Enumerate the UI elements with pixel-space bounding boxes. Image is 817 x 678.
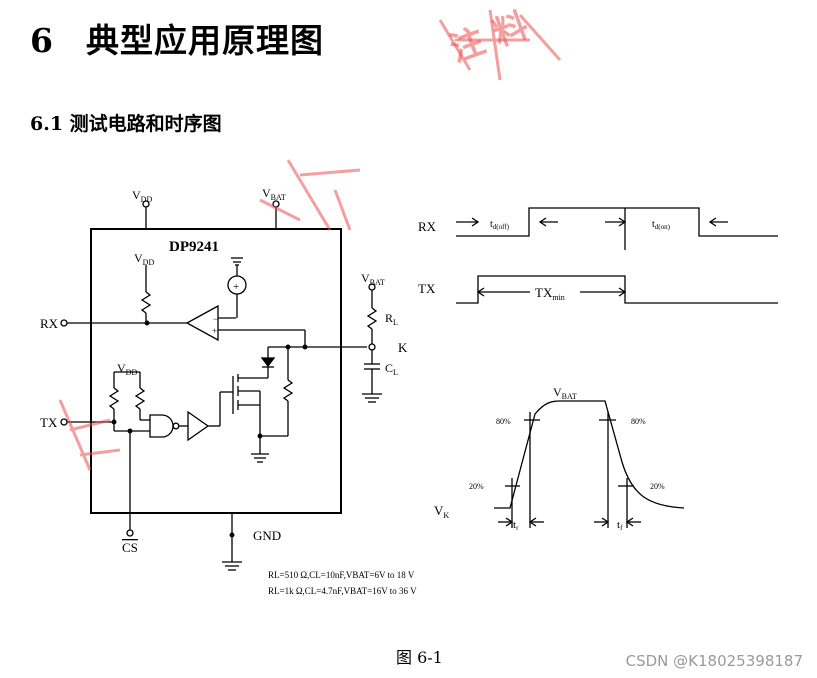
td-off-label: td(off) — [490, 219, 510, 231]
txmin-label: TXmin — [535, 285, 565, 302]
svg-text:+: + — [212, 326, 217, 336]
tx-pin — [60, 418, 68, 426]
figure-caption: 图 6-1 — [396, 648, 443, 667]
timing-rx-label: RX — [418, 219, 437, 234]
vbat-ext-label: VBAT — [361, 271, 385, 287]
svg-text:+: + — [233, 281, 239, 293]
vbat-ext-pin — [368, 283, 376, 291]
section-number: 6 — [30, 21, 54, 60]
vk-label: VK — [434, 503, 449, 520]
vdd-pullup-label: VDD — [117, 361, 137, 377]
cl-label: CL — [385, 361, 398, 377]
cs-pin — [126, 529, 134, 537]
tx-label: TX — [40, 415, 58, 430]
timing-diagram — [456, 207, 778, 304]
k-pin — [368, 343, 376, 351]
vdd-pin — [142, 200, 150, 208]
timing-tx-label: TX — [418, 281, 436, 296]
csdn-watermark: CSDN @K18025398187 — [625, 652, 803, 670]
rx-pin — [60, 319, 68, 327]
gnd-label: GND — [253, 528, 281, 543]
chip-box — [90, 228, 342, 514]
vdd-inner-label: VDD — [134, 251, 154, 267]
cs-label: CS — [122, 540, 138, 555]
rl-label: RL — [385, 311, 398, 327]
edge-waveform — [494, 400, 685, 528]
vdd-label: VDD — [132, 188, 152, 204]
red-watermark-strokes — [58, 9, 562, 471]
vbat-label: VBAT — [262, 186, 286, 202]
k-label: K — [398, 340, 408, 355]
tr-label: tr — [513, 519, 519, 532]
section-title: 6 典型应用原理图 — [30, 14, 324, 62]
section-title-text: 典型应用原理图 — [86, 21, 324, 60]
chip-name: DP9241 — [169, 239, 219, 255]
subsection-title: 6.1 测试电路和时序图 — [30, 113, 222, 135]
edge-vbat-label: VBAT — [553, 385, 577, 401]
svg-text:−: − — [213, 314, 218, 324]
fall-80-label: 80% — [631, 417, 646, 426]
td-on-label: td(on) — [652, 219, 671, 231]
rx-label: RX — [40, 316, 59, 331]
rise-80-label: 80% — [496, 417, 511, 426]
note-2: RL=1k Ω,CL=4.7nF,VBAT=16V to 36 V — [268, 586, 417, 596]
tf-label: tf — [617, 519, 623, 532]
fall-20-label: 20% — [650, 482, 665, 491]
note-1: RL=510 Ω,CL=10nF,VBAT=6V to 18 V — [268, 570, 415, 580]
rise-20-label: 20% — [469, 482, 484, 491]
